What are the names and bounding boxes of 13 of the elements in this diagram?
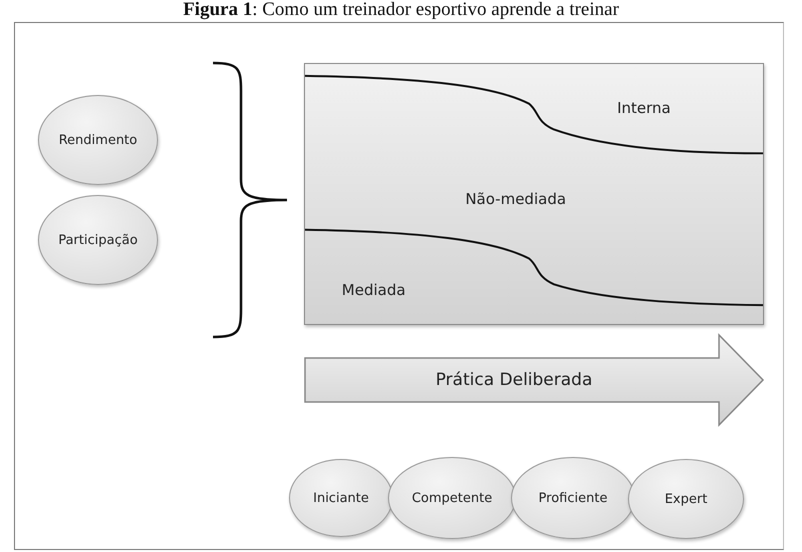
node-label: Participação [58, 232, 138, 248]
region-label: Mediada [342, 281, 406, 300]
layered-panel [304, 63, 764, 325]
pointed-banner [304, 334, 764, 426]
banner-label: Prática Deliberada [436, 370, 592, 390]
node-label: Expert [664, 492, 708, 506]
node-label: Competente [412, 490, 492, 506]
region-label: Não-mediada [465, 190, 566, 208]
region-label: Interna [617, 99, 671, 118]
node-label: Rendimento [58, 132, 138, 148]
node-label: Proficiente [538, 490, 608, 506]
node-label: Iniciante [313, 490, 369, 506]
figure-title: Figura 1: Como um treinador esportivo aprende a treinar [183, 0, 619, 20]
